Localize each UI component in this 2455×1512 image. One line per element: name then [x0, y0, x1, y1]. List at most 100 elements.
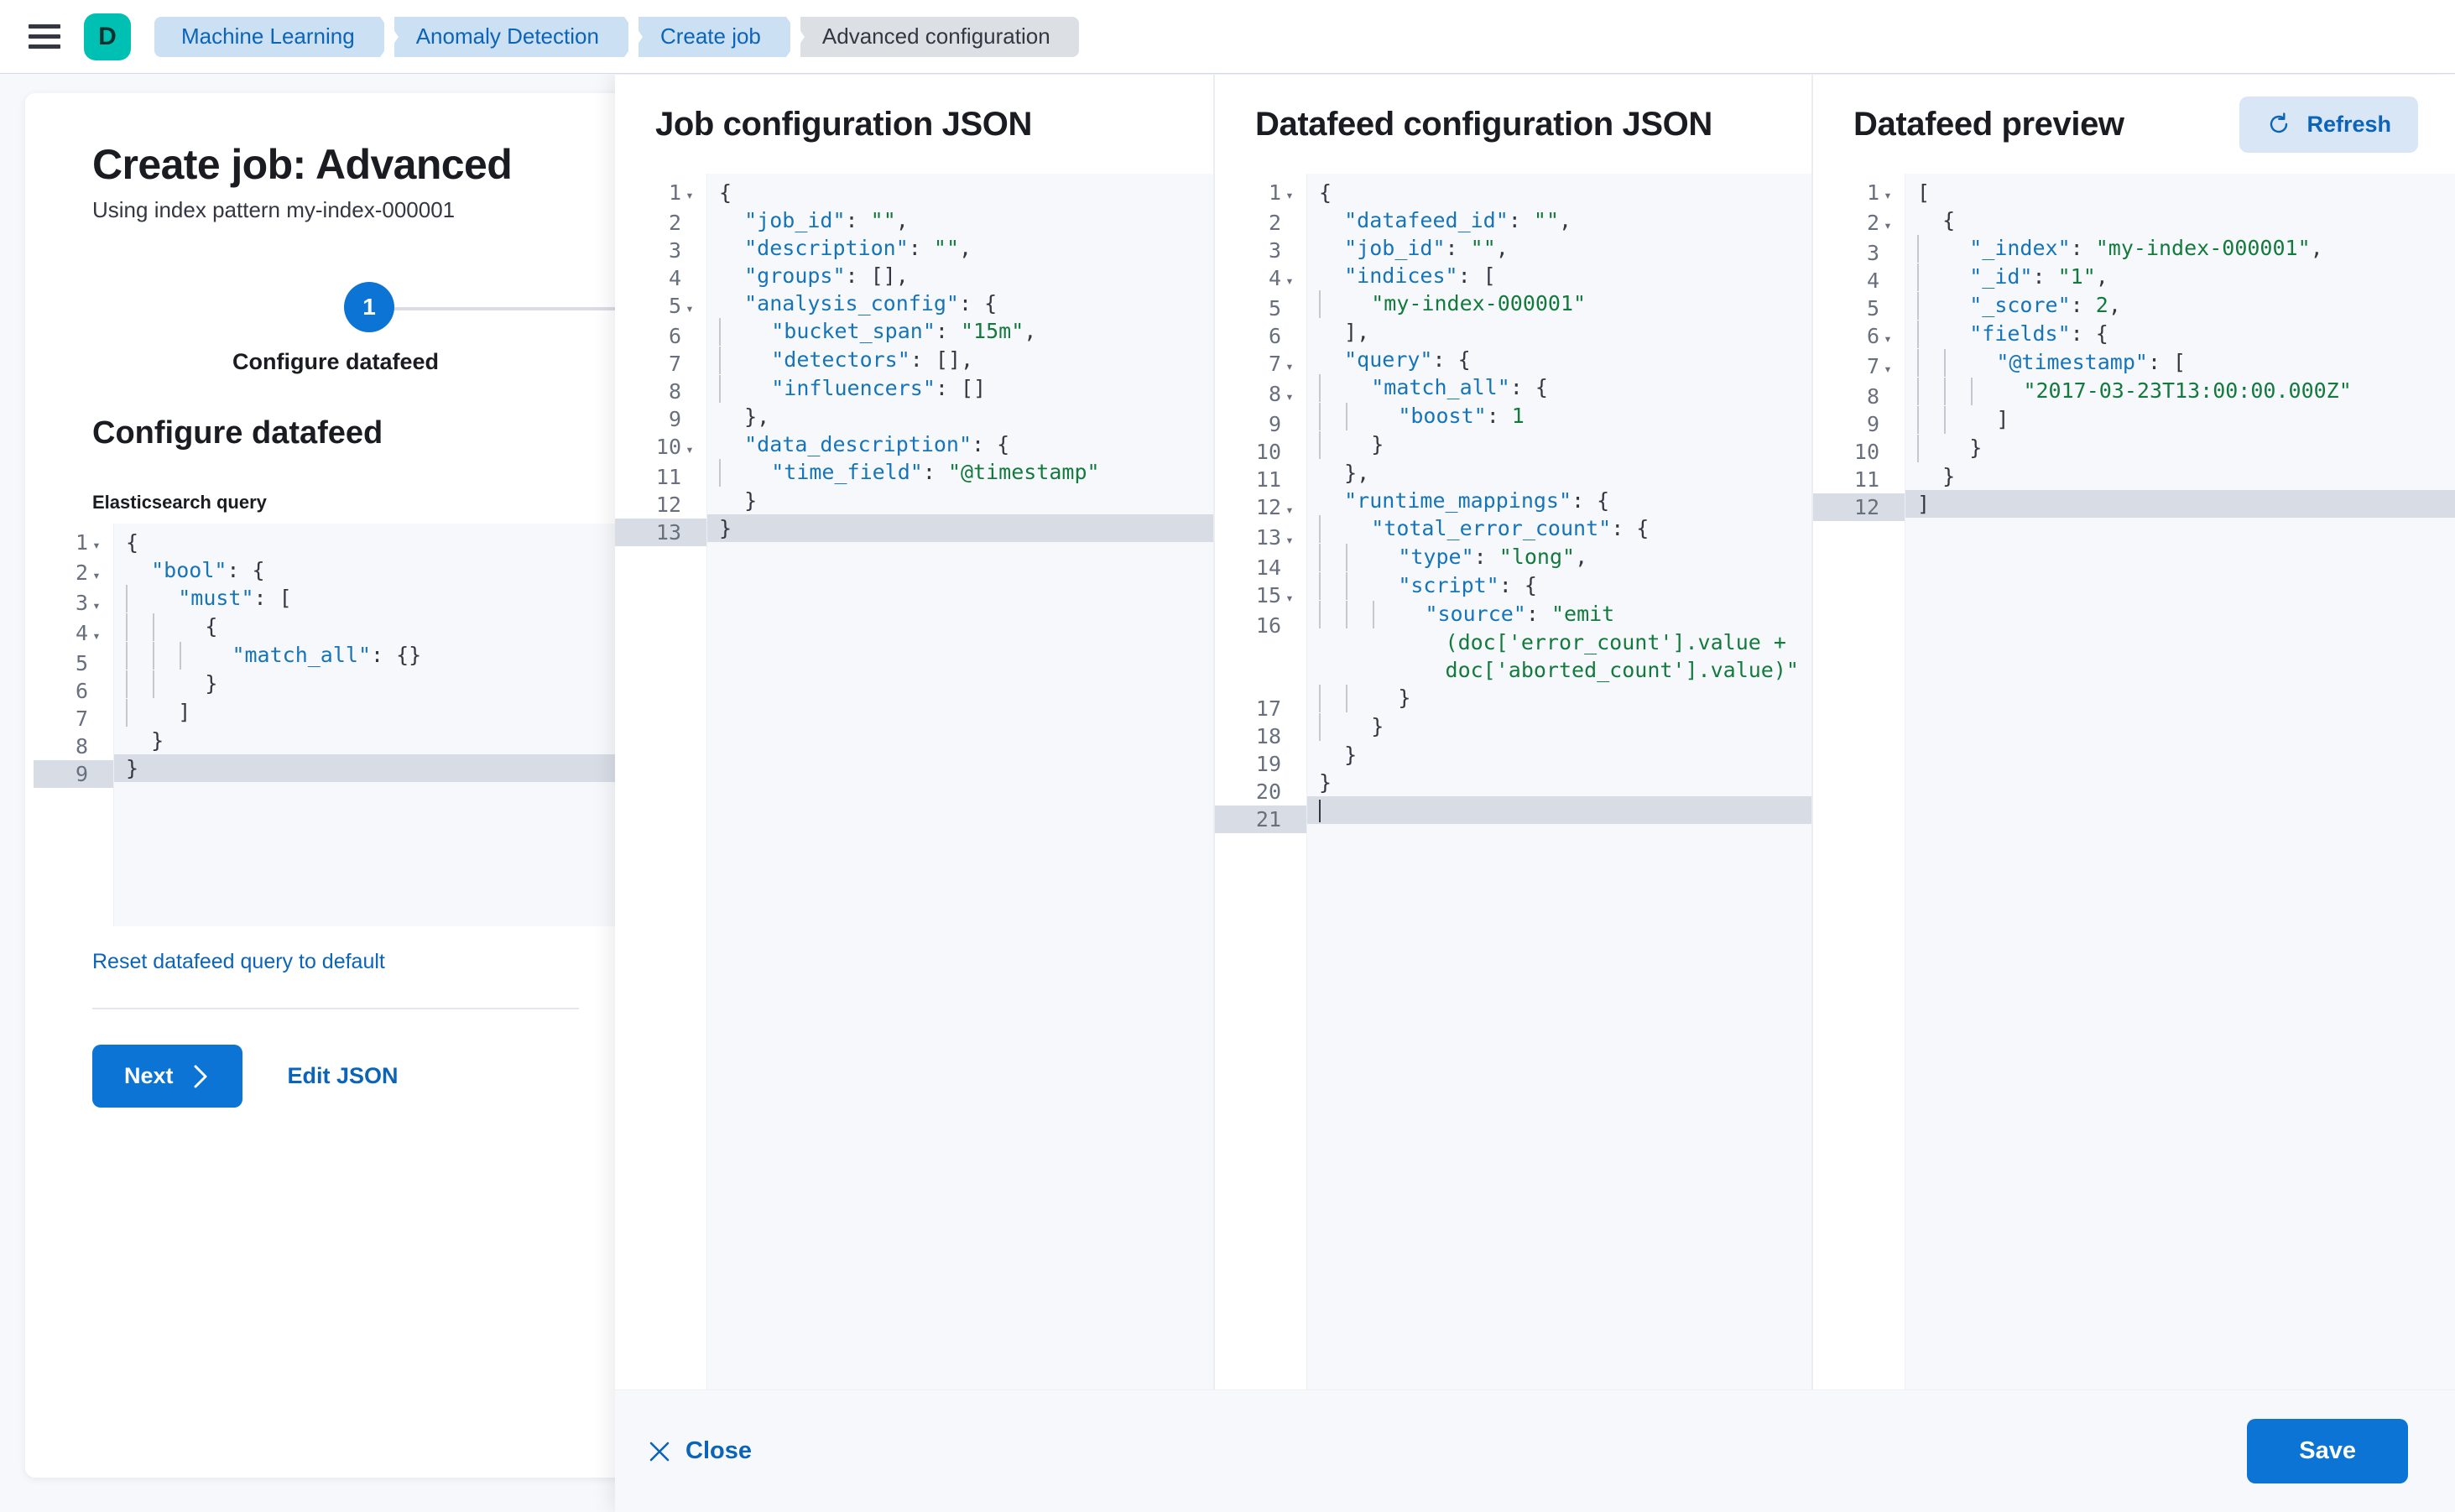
fold-caret-icon[interactable]: ▾	[1285, 187, 1294, 203]
fold-caret-icon[interactable]: ▾	[685, 300, 694, 316]
gutter-line: 9	[1268, 412, 1281, 436]
fold-caret-icon[interactable]: ▾	[1285, 502, 1294, 518]
gutter-line: 5	[1866, 296, 1879, 321]
code-token	[1944, 293, 1969, 317]
code-token: "_id"	[1969, 264, 2033, 289]
code-token	[1373, 545, 1398, 569]
gutter-line-wrapped	[1215, 639, 1306, 667]
code-line	[1307, 796, 1811, 824]
fold-caret-icon[interactable]: ▾	[1285, 273, 1294, 289]
editor-code[interactable]: { "job_id": "", "description": "", "grou…	[707, 174, 1213, 1389]
indent-guide	[719, 375, 721, 403]
fold-caret-icon[interactable]: ▾	[1285, 358, 1294, 374]
code-token	[1346, 432, 1371, 456]
code-token: "datafeed_id"	[1344, 208, 1509, 232]
code-token: : {	[972, 432, 1010, 456]
code-line: {	[126, 529, 646, 556]
close-button[interactable]: Close	[649, 1437, 752, 1465]
code-token: }	[205, 671, 218, 696]
breadcrumb-item-3[interactable]: Create job	[638, 16, 805, 57]
breadcrumb-item-4[interactable]: Advanced configuration	[800, 16, 1079, 57]
breadcrumb-item-1[interactable]: Machine Learning	[154, 16, 399, 57]
indent-guide	[1917, 235, 1919, 263]
indent-guide	[1346, 544, 1348, 571]
code-token	[1319, 461, 1344, 485]
close-button-label: Close	[685, 1437, 752, 1464]
fold-caret-icon[interactable]: ▾	[685, 441, 694, 457]
code-line: "description": "",	[719, 234, 1213, 262]
hamburger-icon[interactable]	[29, 21, 65, 53]
indent-guide	[1917, 263, 1919, 291]
indent-guide	[1319, 544, 1321, 571]
gutter-line: 3	[1268, 238, 1281, 263]
code-line: },	[719, 403, 1213, 430]
breadcrumb-item-2[interactable]: Anomaly Detection	[394, 16, 644, 57]
reset-datafeed-query-link[interactable]: Reset datafeed query to default	[92, 950, 385, 973]
code-token: ]	[1996, 407, 2009, 431]
indent-guide	[1319, 403, 1321, 430]
logo-avatar[interactable]: D	[84, 13, 131, 60]
step-1-circle[interactable]: 1	[344, 282, 394, 332]
job-configuration-json-header: Job configuration JSON	[615, 75, 1213, 174]
code-line: }	[1917, 462, 2455, 490]
code-token	[1971, 407, 1996, 431]
fold-caret-icon[interactable]: ▾	[92, 537, 101, 553]
fold-caret-icon[interactable]: ▾	[1884, 187, 1892, 203]
code-token: : {	[958, 291, 998, 315]
fold-caret-icon[interactable]: ▾	[1884, 361, 1892, 377]
code-line: "source": "emit	[1319, 600, 1811, 628]
fold-caret-icon[interactable]: ▾	[1285, 388, 1294, 404]
indent-guide	[1319, 713, 1321, 741]
fold-caret-icon[interactable]: ▾	[1285, 590, 1294, 606]
code-token: {	[205, 614, 218, 639]
code-token: :	[1445, 236, 1471, 260]
section-title: Configure datafeed	[92, 415, 383, 451]
editor-code[interactable]: { "datafeed_id": "", "job_id": "", "indi…	[1307, 174, 1811, 1389]
fold-caret-icon[interactable]: ▾	[1884, 217, 1892, 233]
code-line-wrapped: (doc['error_count'].value +	[1319, 628, 1811, 656]
gutter-line: 7▾	[1215, 350, 1306, 380]
gutter-line: 8	[75, 734, 88, 759]
code-line: ]	[126, 698, 646, 727]
fold-caret-icon[interactable]: ▾	[92, 628, 101, 644]
editor-code[interactable]: [ { "_index": "my-index-000001", "_id": …	[1905, 174, 2455, 1389]
code-token	[746, 319, 771, 343]
code-line: "job_id": "",	[1319, 234, 1811, 262]
code-line: "script": {	[1319, 571, 1811, 600]
code-token: "indices"	[1344, 263, 1458, 288]
indent-guide	[1917, 292, 1919, 320]
code-token: "type"	[1398, 545, 1474, 569]
refresh-button[interactable]: Refresh	[2239, 96, 2418, 153]
gutter-line: 16	[1255, 613, 1281, 638]
code-token: : [],	[845, 263, 909, 288]
fold-caret-icon[interactable]: ▾	[92, 567, 101, 583]
code-token: ,	[1559, 208, 1572, 232]
edit-json-button[interactable]: Edit JSON	[287, 1063, 399, 1088]
next-button[interactable]: Next	[92, 1045, 242, 1108]
code-line: "match_all": {	[1319, 373, 1811, 402]
editor-code[interactable]: { "bool": { "must": [ { "match_all": {} …	[114, 524, 646, 926]
indent-guide	[153, 670, 155, 698]
code-token	[719, 236, 744, 260]
fold-caret-icon[interactable]: ▾	[1285, 532, 1294, 548]
fold-caret-icon[interactable]: ▾	[685, 187, 694, 203]
code-token: "job_id"	[1344, 236, 1446, 260]
elasticsearch-query-label: Elasticsearch query	[92, 492, 267, 513]
fold-caret-icon[interactable]: ▾	[92, 597, 101, 613]
code-token: "analysis_config"	[744, 291, 959, 315]
indent-guide	[1346, 403, 1348, 430]
code-token: "my-index-000001"	[2095, 236, 2311, 260]
code-token: "1"	[2057, 264, 2096, 289]
fold-caret-icon[interactable]: ▾	[1884, 331, 1892, 347]
code-token	[746, 376, 771, 400]
code-token	[719, 291, 744, 315]
save-button[interactable]: Save	[2247, 1419, 2408, 1483]
code-token: :	[1473, 545, 1499, 569]
